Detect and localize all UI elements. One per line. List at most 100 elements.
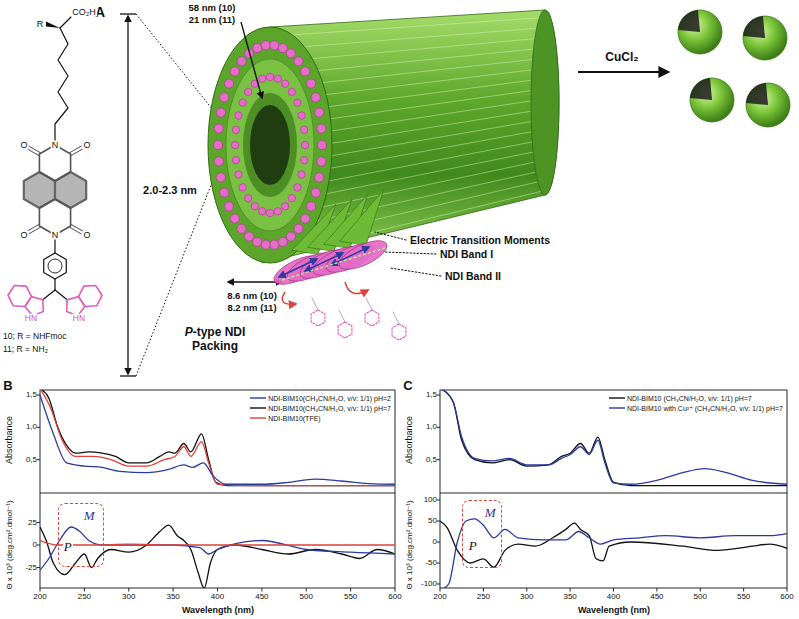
axis-title: Absorbance bbox=[4, 416, 14, 464]
headgroup-bead bbox=[237, 224, 246, 233]
headgroup-bead bbox=[235, 112, 242, 119]
headgroup-bead bbox=[216, 108, 225, 117]
tick-label: 400 bbox=[211, 592, 224, 601]
spectrum-curve bbox=[40, 541, 395, 546]
axis-tick bbox=[440, 588, 441, 592]
headgroup-bead bbox=[315, 173, 324, 182]
cd-band-label: P bbox=[63, 540, 73, 553]
axis-title: Wavelength (nm) bbox=[578, 605, 650, 615]
panel-letter: B bbox=[3, 379, 12, 394]
legend-sample bbox=[250, 395, 266, 401]
wedge-bond bbox=[46, 22, 60, 29]
axis-tick bbox=[37, 567, 40, 568]
spectrum-curve bbox=[440, 521, 787, 567]
axis-tick bbox=[37, 459, 40, 460]
axis-tick bbox=[437, 563, 440, 564]
headgroup-bead bbox=[315, 108, 324, 117]
headgroup-bead bbox=[253, 43, 262, 52]
legend: NDI-BIM10 (CH₃CN/H₂O, v/v: 1/1) pH=7NDI-… bbox=[609, 393, 783, 413]
axis-title: Θ x 10³ (deg.cm².dmol⁻¹) bbox=[405, 500, 414, 589]
indole-ring bbox=[8, 285, 31, 306]
spectrum-curve bbox=[40, 395, 395, 484]
packing-label: P-type NDI Packing bbox=[175, 326, 255, 354]
headgroup-bead bbox=[230, 214, 239, 223]
headgroup-bead bbox=[244, 88, 251, 95]
headgroup-bead bbox=[251, 203, 258, 210]
atom-label: O bbox=[19, 231, 28, 240]
tube-stripe bbox=[270, 28, 545, 50]
headgroup-bead bbox=[213, 140, 222, 149]
axis-tick bbox=[483, 588, 484, 592]
legend-text: NDI-BIM10 with Cu²⁺ (CH₃CN/H₂O, v/v: 1/1… bbox=[627, 405, 783, 412]
headgroup-bead bbox=[239, 184, 246, 191]
plot-divider bbox=[440, 493, 787, 494]
tick-label: 350 bbox=[166, 592, 179, 601]
atom-label: O bbox=[82, 231, 91, 240]
double-bond bbox=[71, 225, 82, 232]
double-bond bbox=[27, 225, 38, 232]
axis-tick bbox=[37, 395, 40, 396]
headgroup-bead bbox=[317, 157, 326, 166]
legend-text: NDI-BIM10(CH₃CN/H₂O, v/v: 1/1) pH=7 bbox=[268, 405, 391, 412]
headgroup-bead bbox=[220, 93, 229, 102]
bond bbox=[43, 290, 55, 300]
legend-sample bbox=[609, 405, 625, 411]
reagent-label: CuCl₂ bbox=[605, 51, 638, 65]
headgroup-bead bbox=[274, 208, 281, 215]
legend-line bbox=[250, 397, 266, 398]
legend-line bbox=[609, 407, 625, 408]
bond bbox=[55, 290, 67, 300]
axis-tick bbox=[613, 588, 614, 592]
axis-title: Wavelength (nm) bbox=[182, 605, 254, 615]
atom-label: O bbox=[19, 141, 28, 150]
axis-tick bbox=[128, 588, 129, 592]
headgroup-bead bbox=[231, 141, 238, 148]
headgroup-bead bbox=[294, 99, 301, 106]
compound-label: 11; R = NH₂ bbox=[3, 345, 48, 355]
tick-label: -50 bbox=[425, 558, 437, 567]
spectrum-curve bbox=[440, 519, 787, 588]
twist-arrow bbox=[345, 282, 368, 294]
axis-tick bbox=[570, 588, 571, 592]
sphere-cutaway bbox=[690, 78, 712, 100]
panel-b-plot bbox=[37, 389, 395, 592]
tick-label: 350 bbox=[563, 592, 576, 601]
headgroup-bead bbox=[301, 141, 308, 148]
headgroup-bead bbox=[306, 202, 315, 211]
wall-arrow bbox=[228, 281, 282, 282]
legend: NDI-BIM10(CH₃CN/H₂O, v/v: 1/1) pH=2NDI-B… bbox=[250, 393, 391, 423]
nanosphere bbox=[678, 10, 722, 54]
linker bbox=[339, 310, 345, 322]
legend-sample bbox=[250, 415, 266, 421]
headgroup-bead bbox=[288, 194, 295, 201]
headgroup-bead bbox=[220, 188, 229, 197]
dotted-guide bbox=[136, 14, 213, 110]
atom-label: HN bbox=[72, 314, 86, 323]
headgroup-bead bbox=[232, 126, 239, 133]
headgroup-bead bbox=[298, 112, 305, 119]
headgroup-bead bbox=[301, 214, 310, 223]
headgroup-bead bbox=[281, 80, 288, 87]
tick-label: 300 bbox=[122, 592, 135, 601]
axis-tick bbox=[437, 584, 440, 585]
tick-label: 550 bbox=[737, 592, 750, 601]
compound-label: 10; R = NHFmoc bbox=[3, 332, 67, 342]
legend-row: NDI-BIM10(CH₃CN/H₂O, v/v: 1/1) pH=2 bbox=[250, 393, 391, 403]
spectrum-curve bbox=[440, 390, 787, 486]
tick-label: 1,5 bbox=[426, 390, 437, 399]
sphere-cutaway bbox=[678, 10, 700, 32]
legend-row: NDI-BIM10 (CH₃CN/H₂O, v/v: 1/1) pH=7 bbox=[609, 393, 783, 403]
panel-c-plot bbox=[437, 389, 787, 592]
double-bond bbox=[70, 227, 81, 234]
tick-label: 200 bbox=[33, 592, 46, 601]
axis-tick bbox=[261, 588, 262, 592]
sphere-cutaway bbox=[746, 83, 768, 105]
dashed-highlight-box: MP bbox=[462, 500, 503, 568]
tube-layer bbox=[243, 93, 297, 197]
indole-outline bbox=[338, 322, 352, 338]
axis-title: Absorbance bbox=[404, 416, 414, 464]
tick-label: 450 bbox=[650, 592, 663, 601]
headgroup-bead bbox=[237, 57, 246, 66]
diameter-arrow bbox=[241, 22, 262, 98]
